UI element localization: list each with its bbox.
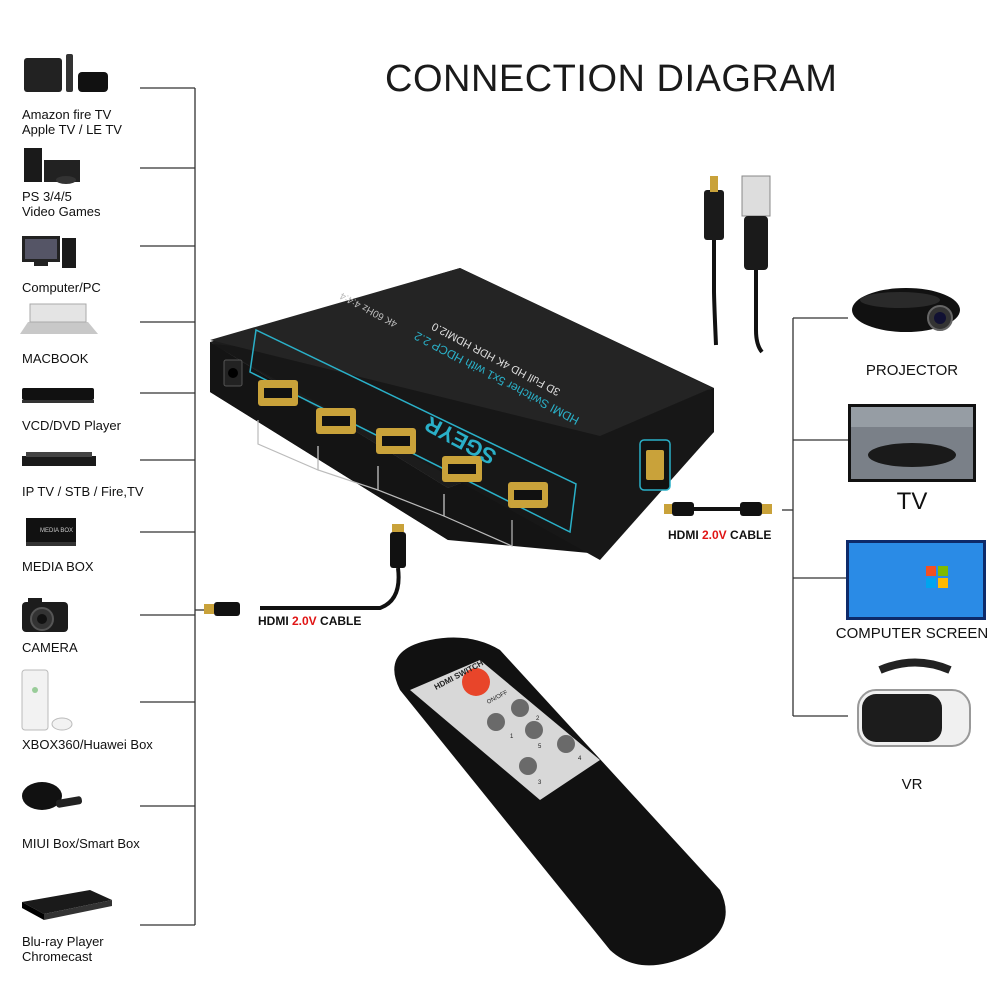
- remote-button-4[interactable]: [557, 735, 575, 753]
- remote-label-3: 3: [538, 780, 542, 786]
- remote-button-5[interactable]: [525, 721, 543, 739]
- source-label-dvd: VCD/DVD Player: [22, 418, 121, 433]
- remote-power-button[interactable]: [462, 668, 490, 696]
- projector-icon: [852, 288, 960, 332]
- xbox-icon: [21, 669, 73, 731]
- smart-box-icon: [22, 782, 83, 810]
- hdmi-port-3: [376, 428, 416, 454]
- hdmi-port-1: [508, 482, 548, 508]
- media-box-icon: MEDIA BOX: [26, 518, 76, 546]
- hdmi-port-2: [442, 456, 482, 482]
- tv-icon: [848, 404, 976, 482]
- remote-control: [394, 637, 726, 966]
- set-top-box-icon: [22, 452, 96, 466]
- remote-label-1: 1: [510, 734, 514, 740]
- source-label-media-box: MEDIA BOX: [22, 559, 94, 574]
- computer-icon: [22, 236, 76, 268]
- diagram-title: CONNECTION DIAGRAM: [385, 58, 838, 100]
- switcher-top: [210, 268, 712, 436]
- source-connector-lines: [140, 87, 205, 926]
- dest-label-projector: PROJECTOR: [865, 362, 959, 379]
- source-label-computer: Computer/PC: [22, 280, 101, 295]
- input-hdmi-cable: [204, 524, 406, 616]
- remote-button-3[interactable]: [519, 757, 537, 775]
- camera-icon: [22, 598, 68, 632]
- dest-label-computer-screen: COMPUTER SCREEN: [835, 625, 989, 642]
- svg-text:MEDIA BOX: MEDIA BOX: [40, 528, 73, 534]
- computer-screen-icon: [846, 540, 986, 620]
- source-label-camera: CAMERA: [22, 640, 78, 655]
- dest-label-vr: VR: [901, 776, 923, 793]
- dest-label-tv: TV: [896, 488, 928, 515]
- hdmi-port-4: [316, 408, 356, 434]
- output-cable-label: HDMI 2.0V CABLE: [668, 528, 772, 542]
- hdmi-input-ports: [258, 380, 548, 508]
- input-brackets: [257, 420, 513, 547]
- hdmi-output-port: [639, 439, 671, 491]
- remote-label-4: 4: [578, 756, 582, 762]
- hdmi-port-5: [258, 380, 298, 406]
- remote-button-labels: 2 1 5 4 3: [510, 716, 582, 786]
- remote-label-5: 5: [538, 744, 542, 750]
- blu-ray-icon: [22, 890, 112, 920]
- remote-button-2[interactable]: [511, 699, 529, 717]
- dc-power-port: [223, 359, 243, 387]
- dvd-player-icon: [22, 388, 94, 403]
- source-label-iptv: IP TV / STB / Fire,TV: [22, 484, 144, 499]
- vr-headset-icon: [857, 658, 971, 747]
- laptop-icon: [20, 303, 98, 334]
- remote-label-2: 2: [536, 716, 540, 722]
- game-console-icon: [24, 148, 80, 184]
- output-hdmi-cable: [664, 502, 772, 516]
- power-cable-icon: [704, 176, 724, 346]
- remote-button-1[interactable]: [487, 713, 505, 731]
- source-label-xbox: XBOX360/Huawei Box: [22, 737, 153, 752]
- input-cable-label: HDMI 2.0V CABLE: [258, 614, 362, 628]
- source-label-macbook: MACBOOK: [22, 351, 89, 366]
- destination-connector-lines: [782, 317, 848, 717]
- source-label-miui-box: MIUI Box/Smart Box: [22, 836, 140, 851]
- usb-cable-icon: [741, 175, 771, 354]
- tv-box-icon: [24, 54, 108, 92]
